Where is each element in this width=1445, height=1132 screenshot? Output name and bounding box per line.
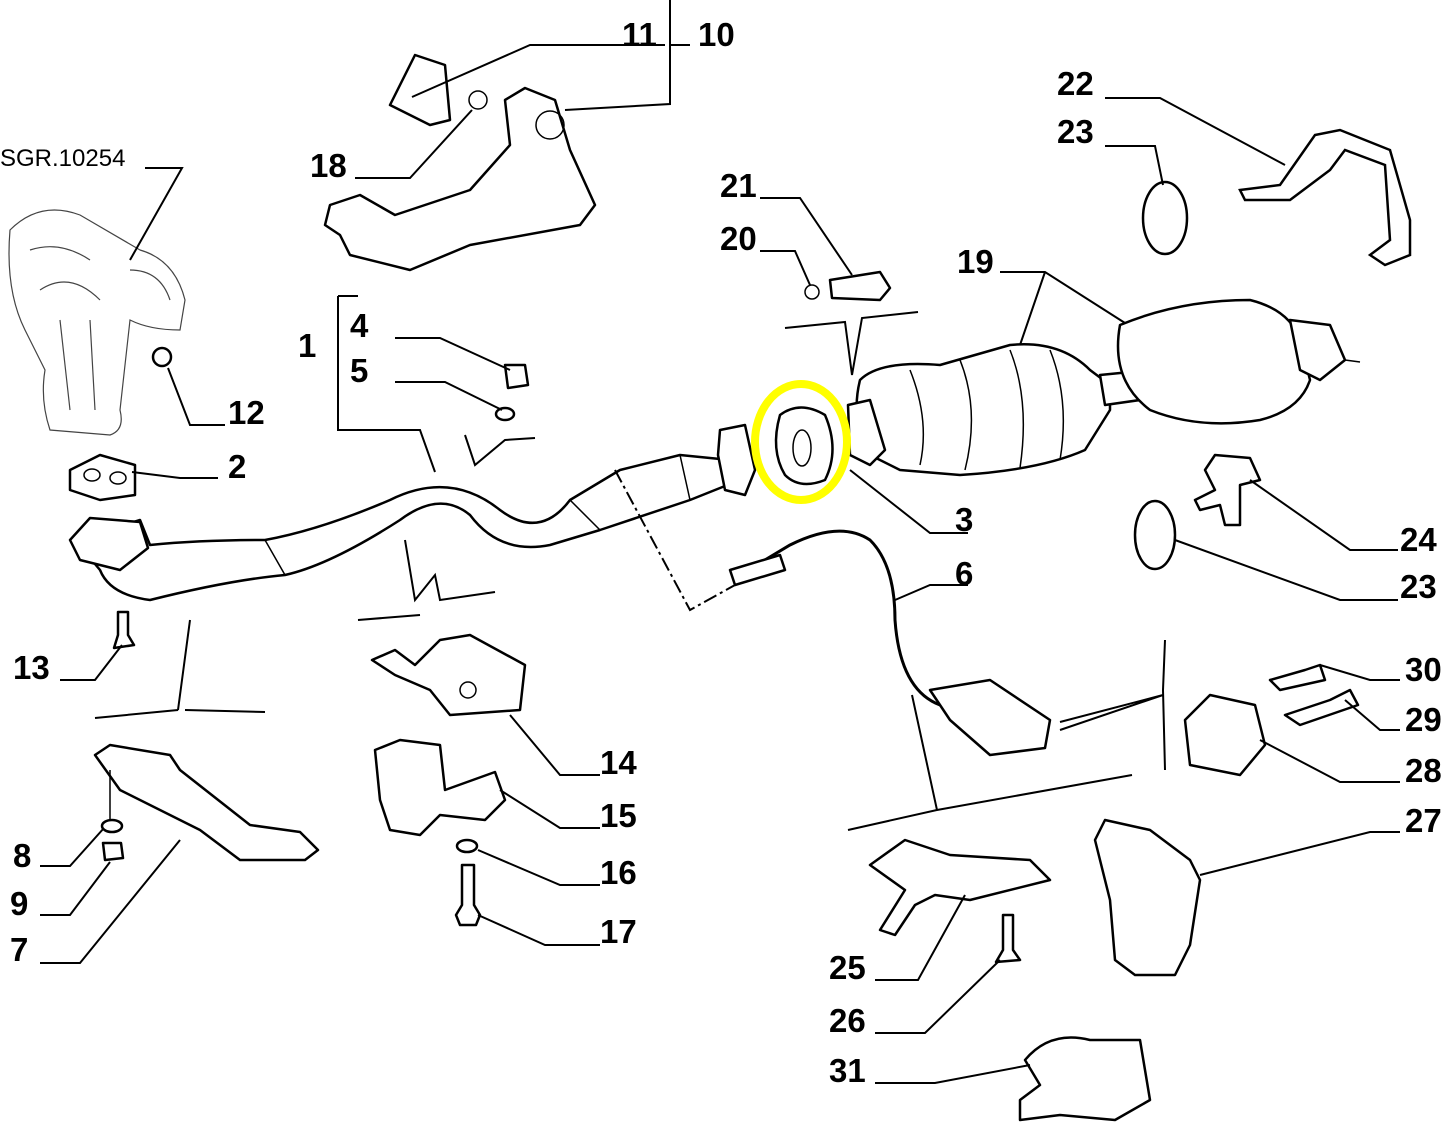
callout-21: 21 (720, 167, 757, 204)
catalytic-converter (855, 343, 1112, 477)
connector-28 (1183, 693, 1267, 777)
callout-22: 22 (1057, 65, 1094, 102)
callout-25: 25 (829, 949, 866, 986)
callout-13: 13 (13, 649, 50, 686)
callout-20: 20 (720, 220, 757, 257)
leader-lines (40, 0, 1400, 1084)
part-drawings (8, 53, 1412, 1122)
crossmember-7 (93, 743, 320, 862)
rubber-mount-23-top (1141, 180, 1189, 256)
callout-2: 2 (228, 448, 246, 485)
callout-9: 9 (10, 885, 28, 922)
bracket-22 (1238, 128, 1412, 267)
bracket-27 (1093, 818, 1202, 977)
callout-15: 15 (600, 797, 637, 834)
callout-11: 11 (622, 16, 657, 53)
washer-5 (494, 406, 516, 422)
callout-8: 8 (13, 837, 31, 874)
bolt-13 (112, 610, 136, 650)
callout-29: 29 (1405, 701, 1442, 738)
callout-7: 7 (10, 931, 28, 968)
bolt-21 (828, 270, 892, 302)
callout-28: 28 (1405, 752, 1442, 789)
washer-8 (100, 818, 124, 834)
clamp-14 (370, 633, 527, 717)
washer-16 (455, 838, 479, 854)
bolt-4 (503, 363, 530, 390)
callout-5: 5 (350, 352, 368, 389)
callout-18: 18 (310, 147, 347, 184)
mount-block-11 (388, 53, 452, 127)
callout-23: 23 (1057, 113, 1094, 150)
clamp-15 (373, 738, 507, 837)
callout-26: 26 (829, 1002, 866, 1039)
callout-24: 24 (1400, 521, 1437, 558)
callout-23: 23 (1400, 568, 1437, 605)
lambda-connector (928, 678, 1052, 757)
clip-31 (1018, 1036, 1152, 1122)
callout-1: 1 (298, 327, 316, 364)
bracket-18 (323, 86, 597, 272)
callout-10: 10 (698, 16, 735, 53)
callout-16: 16 (600, 854, 637, 891)
callout-12: 12 (228, 394, 265, 431)
callout-3: 3 (955, 501, 973, 538)
lambda-sensor-cable (739, 529, 941, 707)
callout-17: 17 (600, 913, 637, 950)
callout-19: 19 (957, 243, 994, 280)
reference-code: SGR.10254 (0, 145, 125, 172)
callout-30: 30 (1405, 651, 1442, 688)
clip-30 (1268, 663, 1327, 692)
nut-12 (151, 346, 173, 368)
bolt-17 (454, 863, 482, 927)
callout-4: 4 (350, 307, 369, 344)
callout-6: 6 (955, 555, 973, 592)
clip-29 (1283, 688, 1360, 727)
callout-27: 27 (1405, 802, 1442, 839)
exhaust-manifold (8, 209, 186, 436)
bolt-26 (994, 913, 1022, 964)
callout-31: 31 (829, 1052, 866, 1089)
highlight-circle-part-3 (751, 380, 851, 504)
nut-9 (101, 841, 125, 862)
callout-14: 14 (600, 744, 637, 781)
bracket-25 (868, 838, 1052, 937)
manifold-gasket (68, 453, 137, 502)
rear-muffler (1116, 298, 1312, 425)
gasket-part-3 (774, 406, 834, 486)
rubber-mount-23-bottom (1133, 499, 1177, 571)
bracket-24 (1193, 453, 1262, 527)
front-pipe (73, 453, 742, 602)
